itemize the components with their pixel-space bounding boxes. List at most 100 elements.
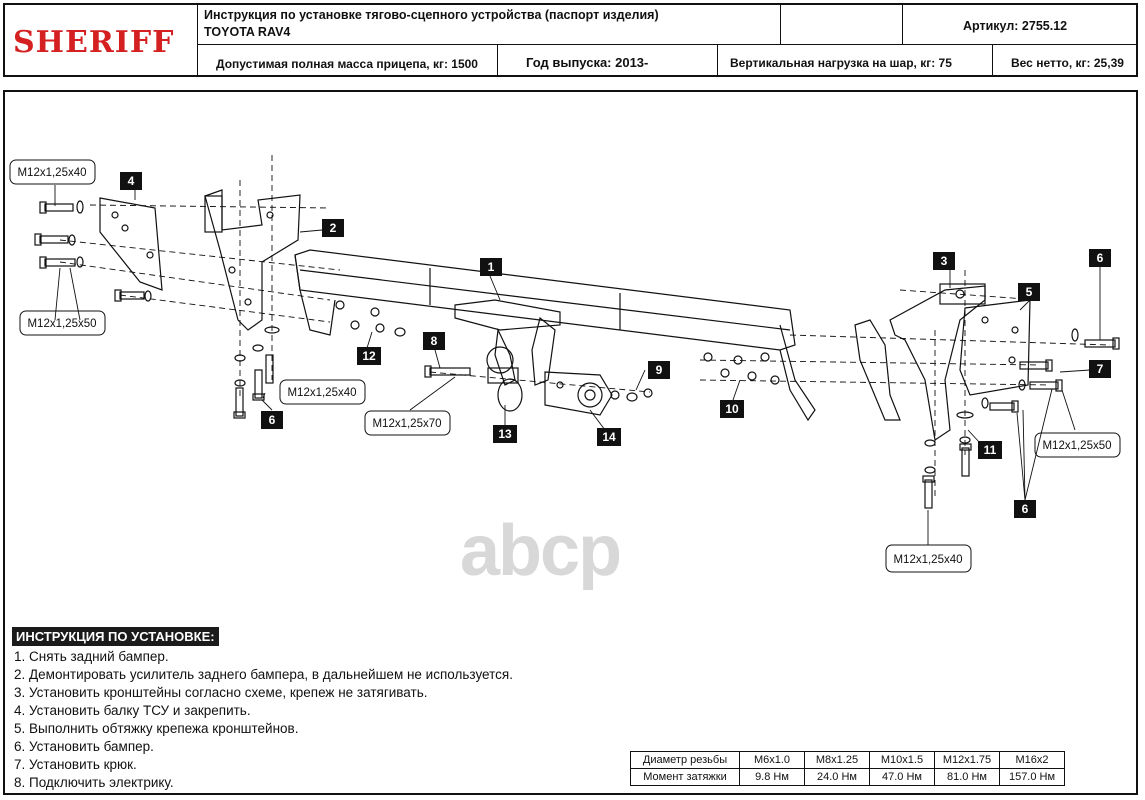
- torque-cell: 47.0 Нм: [869, 768, 935, 786]
- thread-cell: M6x1.0: [739, 751, 805, 769]
- bolt-label-b2: M12x1,25x50: [19, 310, 106, 336]
- callout-14: 14: [597, 428, 621, 446]
- torque-cell: 81.0 Нм: [934, 768, 1000, 786]
- plate-4: [99, 197, 163, 291]
- watermark: abcp: [460, 511, 622, 591]
- callout-3: 3: [933, 252, 955, 270]
- callout-6-left: 6: [261, 411, 283, 429]
- article-cell: Артикул: 2755.12: [903, 5, 1138, 45]
- svg-text:8: 8: [431, 334, 438, 348]
- table-row: Момент затяжки 9.8 Нм 24.0 Нм 47.0 Нм 81…: [630, 768, 1065, 786]
- callout-6-right-top: 6: [1089, 249, 1111, 267]
- torque-table: Диаметр резьбы M6x1.0 M8x1.25 M10x1.5 M1…: [630, 751, 1065, 786]
- socket-plate-14: [544, 371, 613, 416]
- svg-text:6: 6: [1022, 502, 1029, 516]
- svg-text:2: 2: [330, 221, 337, 235]
- thread-cell: M10x1.5: [869, 751, 935, 769]
- callout-4: 4: [120, 172, 142, 190]
- table-row: Диаметр резьбы M6x1.0 M8x1.25 M10x1.5 M1…: [630, 751, 1065, 769]
- svg-text:M12x1,25x50: M12x1,25x50: [27, 318, 96, 330]
- instruction-step: 7. Установить крюк.: [14, 757, 137, 772]
- instruction-step: 5. Выполнить обтяжку крепежа кронштейнов…: [14, 721, 299, 736]
- thread-cell: M12x1.75: [934, 751, 1000, 769]
- bolt-labels: M12x1,25x40 M12x1,25x50 M12x1,25x40 M12x…: [9, 159, 1121, 573]
- instruction-step: 2. Демонтировать усилитель заднего бампе…: [14, 667, 513, 682]
- thread-cell: M8x1.25: [804, 751, 870, 769]
- thread-cell: M16x2: [999, 751, 1065, 769]
- article-number: Артикул: 2755.12: [963, 19, 1068, 33]
- svg-text:M12x1,25x50: M12x1,25x50: [1042, 440, 1111, 452]
- svg-text:14: 14: [602, 430, 616, 444]
- svg-text:3: 3: [941, 254, 948, 268]
- bolt-label-b6: M12x1,25x40: [885, 544, 972, 573]
- svg-text:13: 13: [498, 427, 512, 441]
- svg-text:M12x1,25x70: M12x1,25x70: [372, 418, 441, 430]
- weight-cell: Вес нетто, кг: 25,39: [993, 45, 1138, 77]
- max-trailer-mass: Допустимая полная масса прицепа, кг: 150…: [216, 57, 478, 71]
- svg-text:12: 12: [362, 349, 376, 363]
- callout-13: 13: [493, 425, 517, 443]
- year-cell: Год выпуска: 2013-: [498, 45, 718, 77]
- instruction-step: 8. Подключить электрику.: [14, 775, 174, 790]
- callout-10: 10: [720, 400, 744, 418]
- mass-cell: Допустимая полная масса прицепа, кг: 150…: [198, 45, 498, 77]
- callout-11: 11: [978, 441, 1002, 459]
- callout-12: 12: [357, 347, 381, 365]
- plate-5: [959, 299, 1031, 396]
- assembly-axes: [59, 155, 1111, 500]
- callout-7: 7: [1089, 360, 1111, 378]
- instructions-list: 1. Снять задний бампер. 2. Демонтировать…: [14, 648, 513, 792]
- sheriff-logo: SHERIFF: [13, 25, 175, 60]
- svg-text:M12x1,25x40: M12x1,25x40: [287, 387, 356, 399]
- bracket-2: [204, 189, 301, 331]
- bolt-label-b4: M12x1,25x70: [364, 410, 451, 436]
- torque-cell: 9.8 Нм: [739, 768, 805, 786]
- net-weight: Вес нетто, кг: 25,39: [1011, 56, 1124, 70]
- svg-text:6: 6: [1097, 251, 1104, 265]
- load-cell: Вертикальная нагрузка на шар, кг: 75: [718, 45, 993, 77]
- svg-text:5: 5: [1026, 285, 1033, 299]
- svg-text:M12x1,25x40: M12x1,25x40: [17, 167, 86, 179]
- instruction-step: 6. Установить бампер.: [14, 739, 154, 754]
- bolts-right: [424, 337, 1120, 509]
- instruction-step: 4. Установить балку ТСУ и закрепить.: [14, 703, 251, 718]
- torque-cell: 24.0 Нм: [804, 768, 870, 786]
- bolt-label-b1: M12x1,25x40: [9, 159, 96, 185]
- callout-2: 2: [322, 219, 344, 237]
- production-year: Год выпуска: 2013-: [526, 55, 649, 70]
- svg-text:6: 6: [269, 413, 276, 427]
- leader-lines: [54, 185, 1101, 545]
- bolt-label-b5: M12x1,25x50: [1034, 432, 1121, 458]
- thread-label: Диаметр резьбы: [630, 751, 740, 769]
- instruction-step: 3. Установить кронштейны согласно схеме,…: [14, 685, 428, 700]
- svg-text:1: 1: [488, 260, 495, 274]
- logo-cell: SHERIFF: [5, 5, 198, 77]
- callout-8: 8: [423, 332, 445, 350]
- bolt-label-b3: M12x1,25x40: [279, 379, 366, 405]
- torque-label: Момент затяжки: [630, 768, 740, 786]
- doc-title: Инструкция по установке тягово-сцепного …: [204, 8, 659, 22]
- svg-text:M12x1,25x40: M12x1,25x40: [893, 554, 962, 566]
- bolts-left: [34, 201, 274, 419]
- instructions-title: ИНСТРУКЦИЯ ПО УСТАНОВКЕ:: [12, 627, 219, 646]
- callout-5: 5: [1018, 283, 1040, 301]
- svg-text:11: 11: [984, 443, 997, 457]
- svg-text:4: 4: [128, 174, 135, 188]
- header-table: SHERIFF Инструкция по установке тягово-с…: [3, 3, 1138, 77]
- svg-text:7: 7: [1097, 362, 1104, 376]
- torque-cell: 157.0 Нм: [999, 768, 1065, 786]
- ball-mount-13: [454, 299, 561, 331]
- blank-cell: [781, 5, 903, 45]
- washers-nuts: [68, 200, 1079, 474]
- svg-text:9: 9: [656, 363, 663, 377]
- car-model: TOYOTA RAV4: [204, 25, 291, 39]
- callout-9: 9: [648, 361, 670, 379]
- instruction-step: 1. Снять задний бампер.: [14, 649, 169, 664]
- drawing-frame: [3, 90, 1138, 795]
- bracket-3: [889, 285, 986, 442]
- callout-6-right-bottom: 6: [1014, 500, 1036, 518]
- callouts: 4 2 1 3 5 6 7 8 9 10 11 12 13 14 6 6: [120, 172, 1111, 518]
- title-cell: Инструкция по установке тягово-сцепного …: [198, 5, 781, 45]
- svg-text:10: 10: [725, 402, 739, 416]
